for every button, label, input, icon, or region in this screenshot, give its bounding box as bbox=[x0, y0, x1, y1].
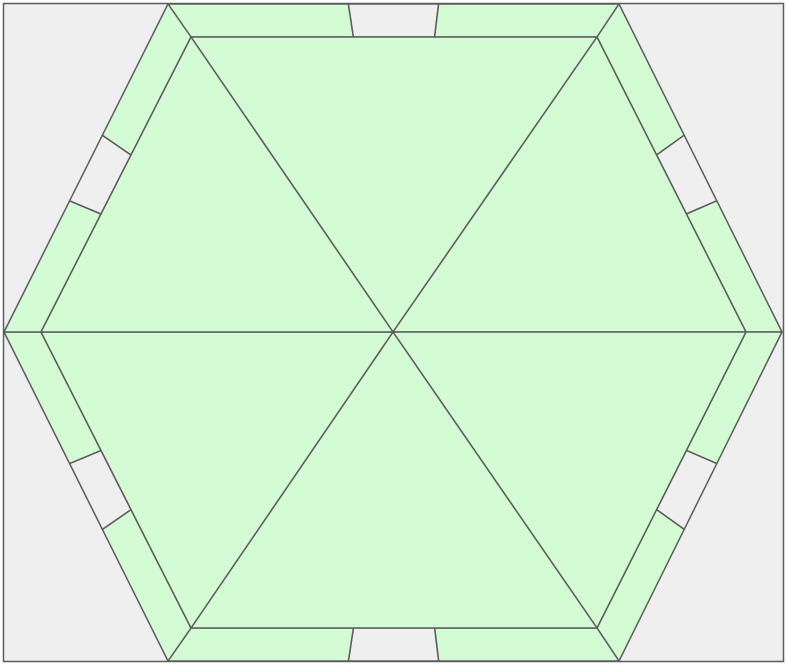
border-segment-bottom-b bbox=[167, 627, 355, 662]
triangle-upper-left bbox=[40, 36, 394, 333]
border-segment-top-b bbox=[433, 3, 620, 38]
border-gap-top bbox=[347, 3, 440, 38]
border-segment-top-a bbox=[167, 3, 355, 38]
border-segments bbox=[3, 3, 783, 662]
border-gap-bottom bbox=[347, 627, 440, 662]
border-segment-bottom-a bbox=[433, 627, 620, 662]
center-triangles bbox=[40, 36, 747, 629]
